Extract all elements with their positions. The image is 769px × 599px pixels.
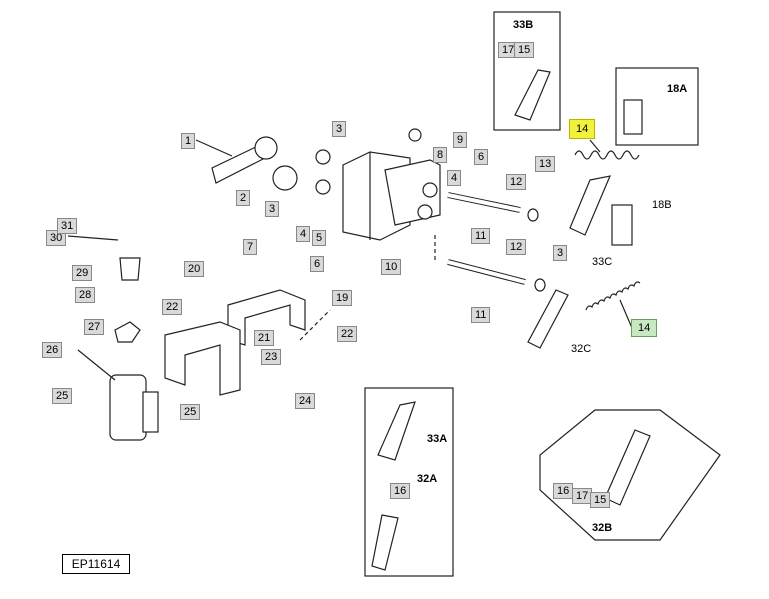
callout-22-left: 22 bbox=[162, 299, 183, 315]
callout-1: 1 bbox=[181, 133, 196, 149]
callout-8: 8 bbox=[433, 147, 448, 163]
callout-21: 21 bbox=[254, 330, 275, 346]
callout-25-right: 25 bbox=[180, 404, 201, 420]
callout-23: 23 bbox=[261, 349, 282, 365]
callout-14-highlighted: 14 bbox=[569, 119, 596, 139]
label-33c: 33C bbox=[592, 256, 613, 268]
part-gear-upper bbox=[254, 136, 278, 160]
part-23-bracket bbox=[164, 321, 241, 396]
part-gear-lower bbox=[272, 165, 298, 191]
callout-5: 5 bbox=[312, 230, 327, 246]
part-14-spring-top bbox=[574, 150, 640, 160]
part-14-spring-lower bbox=[585, 281, 641, 311]
callout-12-lower: 12 bbox=[506, 239, 527, 255]
part-18b-plate bbox=[611, 204, 633, 246]
callout-9: 9 bbox=[453, 132, 468, 148]
part-18a-plate bbox=[623, 99, 643, 135]
callout-4-left: 4 bbox=[296, 226, 311, 242]
inset-frame-33a-32a bbox=[364, 387, 454, 577]
callout-16-inset-right: 16 bbox=[553, 483, 574, 499]
callout-13: 13 bbox=[535, 156, 556, 172]
label-33a: 33A bbox=[427, 433, 448, 445]
callout-3-right: 3 bbox=[553, 245, 568, 261]
inset-frame-33b bbox=[493, 11, 561, 131]
callout-7: 7 bbox=[243, 239, 258, 255]
inset-frame-32b bbox=[539, 409, 721, 541]
callout-14-lower: 14 bbox=[631, 319, 658, 337]
callout-16-inset-left: 16 bbox=[390, 483, 411, 499]
label-32c: 32C bbox=[571, 343, 592, 355]
inset-frame-18a bbox=[615, 67, 699, 146]
callout-22-right: 22 bbox=[337, 326, 358, 342]
label-18b: 18B bbox=[652, 199, 672, 211]
callout-30: 30 bbox=[46, 230, 67, 246]
callout-20: 20 bbox=[184, 261, 205, 277]
callout-19: 19 bbox=[332, 290, 353, 306]
part-29-clevis bbox=[119, 257, 141, 281]
callout-29: 29 bbox=[72, 265, 93, 281]
part-33c-arm bbox=[569, 175, 611, 236]
callout-11-upper: 11 bbox=[471, 228, 491, 244]
part-32c-arm bbox=[527, 289, 569, 349]
callout-17-inset-bottom: 17 bbox=[572, 488, 593, 504]
callout-17-inset-top: 17 bbox=[498, 42, 519, 58]
callout-6-bottom: 6 bbox=[310, 256, 325, 272]
callout-12-upper: 12 bbox=[506, 174, 527, 190]
callout-4: 4 bbox=[447, 170, 462, 186]
callout-31: 31 bbox=[57, 218, 78, 234]
callout-27: 27 bbox=[84, 319, 105, 335]
label-32b: 32B bbox=[592, 522, 613, 534]
callout-2: 2 bbox=[236, 190, 251, 206]
callout-26: 26 bbox=[42, 342, 63, 358]
label-33b: 33B bbox=[513, 19, 534, 31]
part-26-solenoid bbox=[109, 374, 147, 441]
callout-15-inset-bottom: 15 bbox=[590, 492, 611, 508]
label-32a: 32A bbox=[417, 473, 438, 485]
part-27-boot bbox=[114, 321, 141, 343]
callout-11-lower: 11 bbox=[471, 307, 491, 323]
callout-25-left: 25 bbox=[52, 388, 73, 404]
label-18a: 18A bbox=[667, 83, 688, 95]
callout-10: 10 bbox=[381, 259, 402, 275]
callout-6-top: 6 bbox=[474, 149, 489, 165]
callout-3-upper: 3 bbox=[332, 121, 347, 137]
callout-3-lower: 3 bbox=[265, 201, 280, 217]
callout-24: 24 bbox=[295, 393, 316, 409]
callout-28: 28 bbox=[75, 287, 96, 303]
callout-15-inset-top: 15 bbox=[514, 42, 535, 58]
figure-reference-code: EP11614 bbox=[62, 554, 130, 574]
